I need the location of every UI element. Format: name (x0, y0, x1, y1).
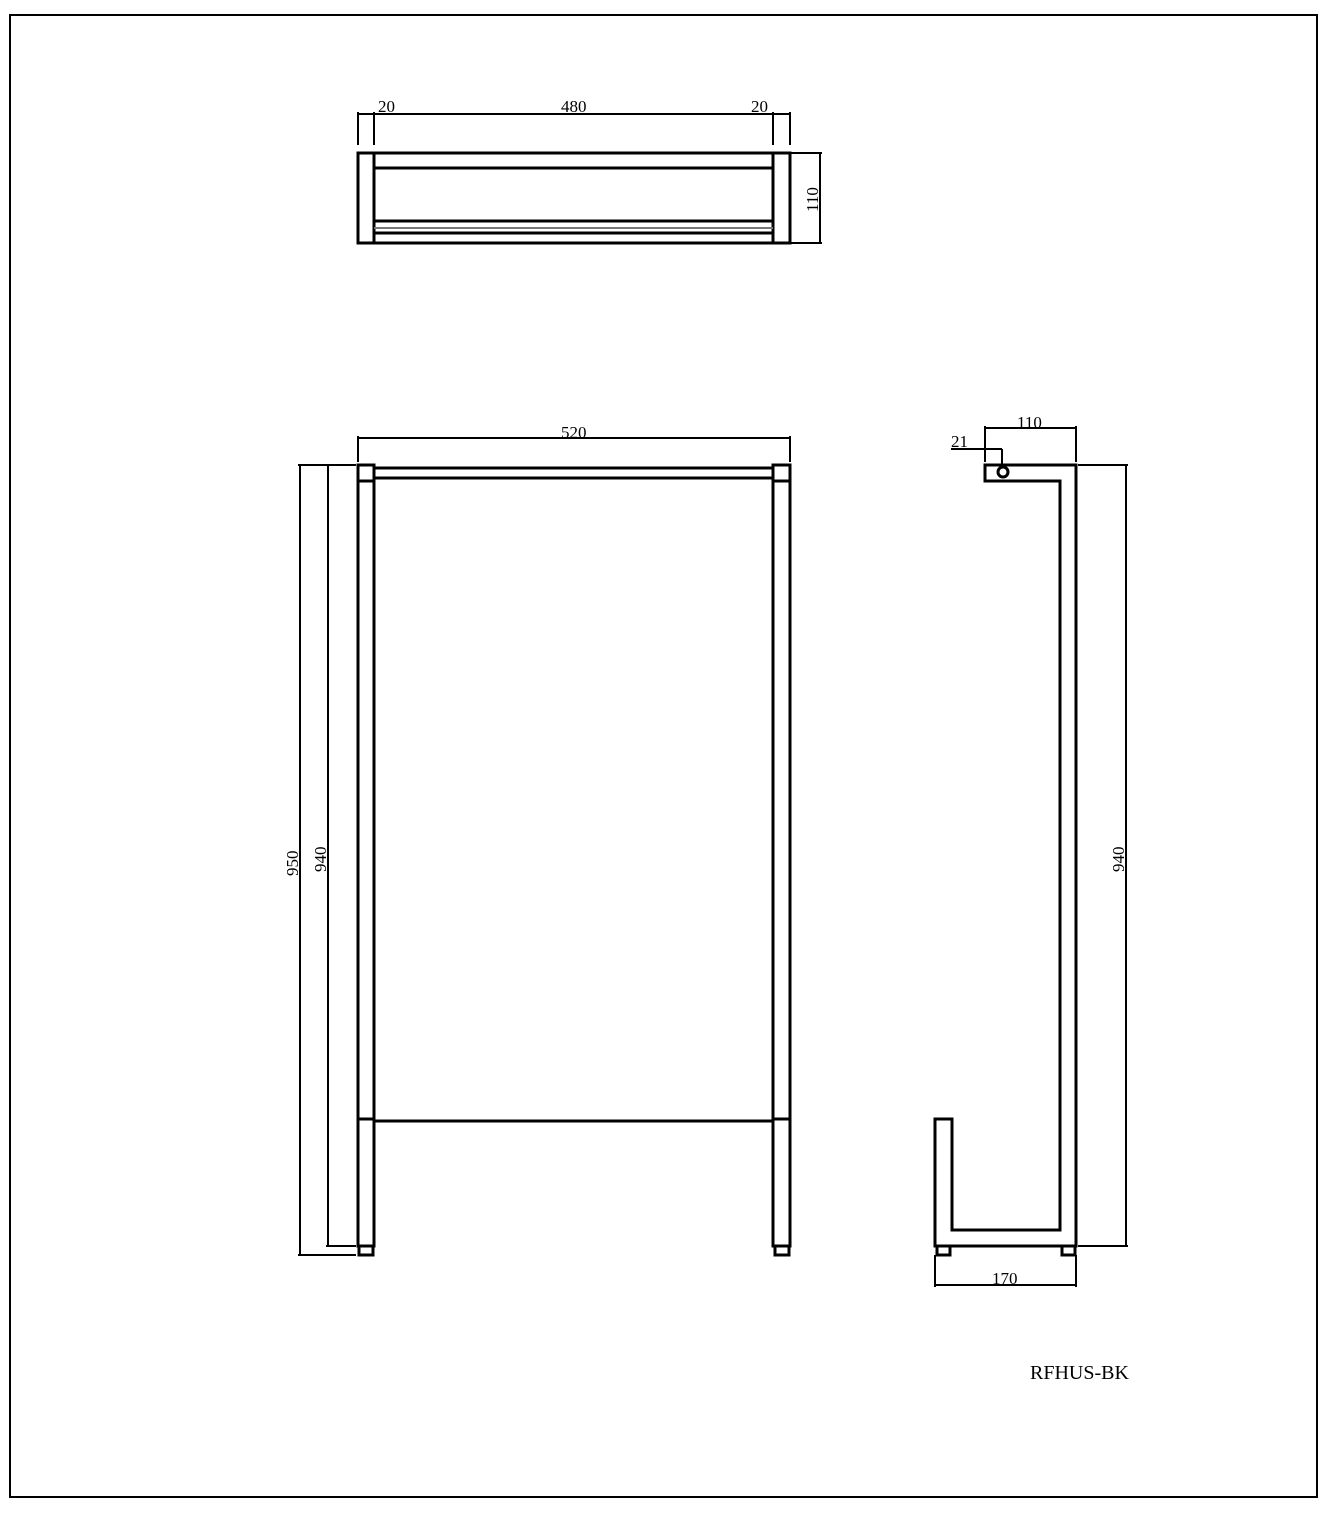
dim-top-right-20: 20 (751, 97, 768, 116)
dim-side-base-170: 170 (992, 1269, 1018, 1288)
dim-side-height-940: 940 (1109, 847, 1128, 873)
top-view: 20 480 20 110 (356, 97, 822, 245)
dim-top-depth-110: 110 (803, 187, 822, 212)
dim-front-width-520: 520 (561, 423, 587, 442)
dim-top-left-20: 20 (378, 97, 395, 116)
front-view: 520 950 940 (283, 423, 792, 1257)
model-code: RFHUS-BK (1030, 1362, 1129, 1384)
dim-top-480: 480 (561, 97, 587, 116)
dim-side-tube-21: 21 (951, 432, 968, 451)
dim-side-top-110: 110 (1017, 413, 1042, 432)
dim-front-height-940: 940 (311, 847, 330, 873)
drawing-border (9, 14, 1318, 1498)
dim-front-height-950: 950 (283, 851, 302, 877)
side-view: 110 21 940 170 (933, 413, 1128, 1288)
